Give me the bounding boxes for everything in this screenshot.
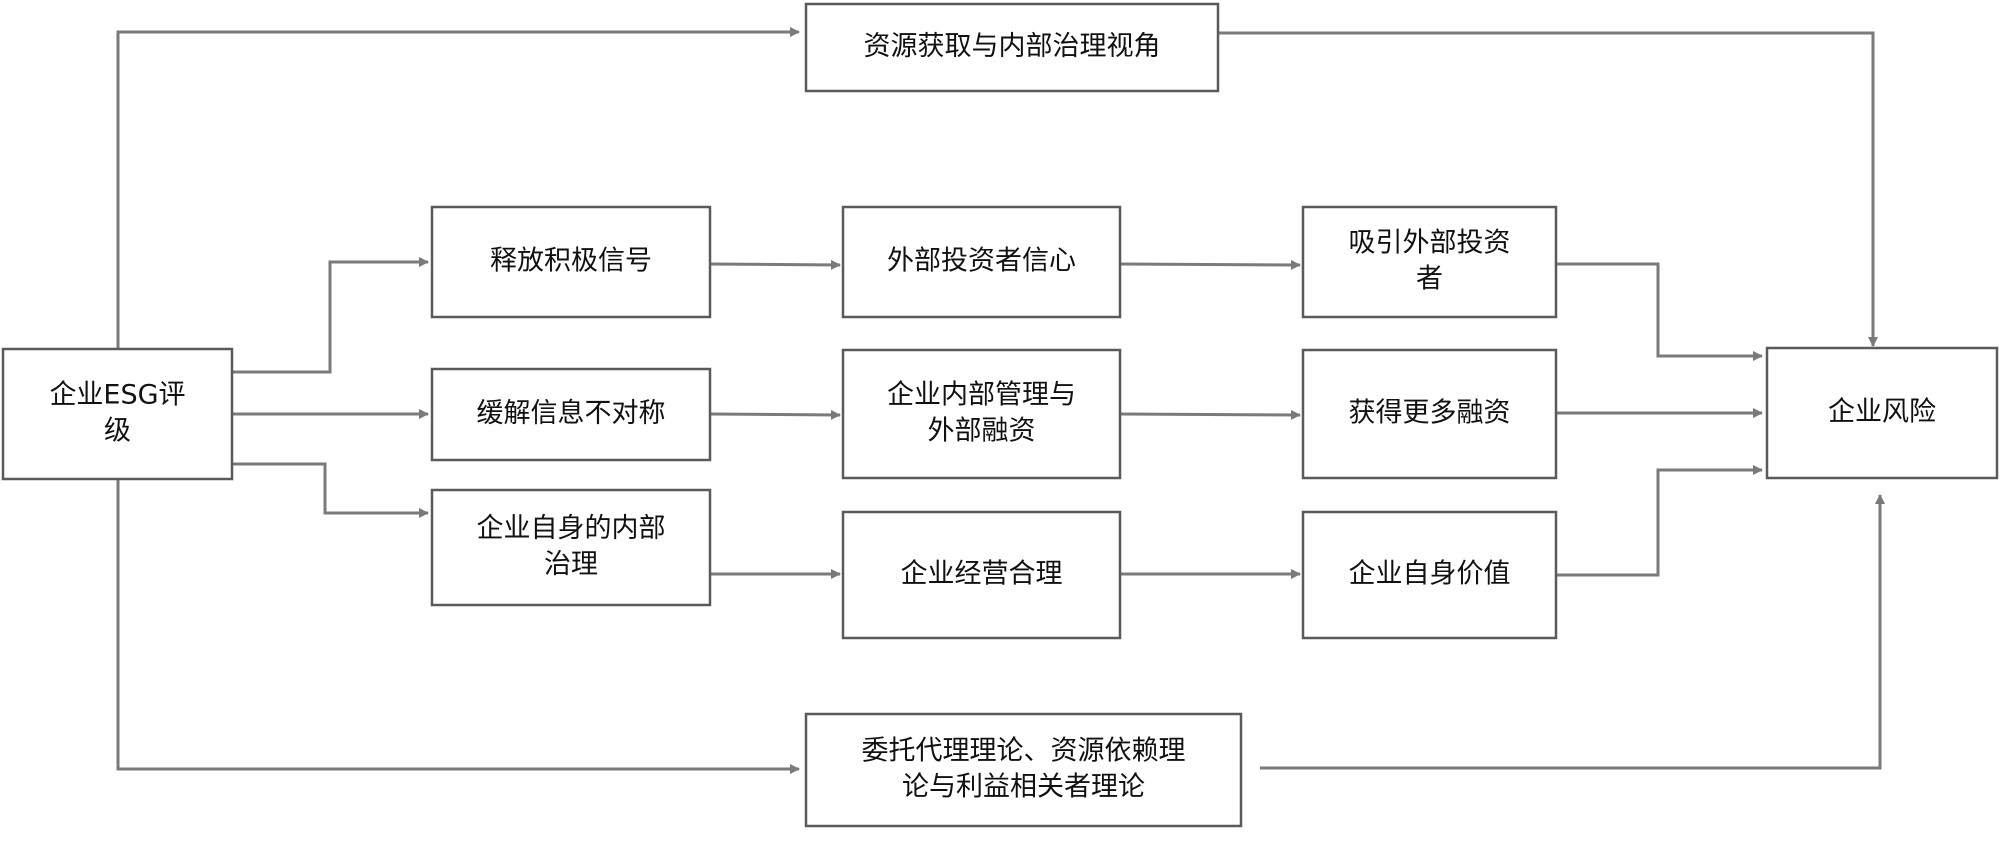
- node-label-line: 企业自身的内部: [477, 513, 666, 544]
- node-label-line: 治理: [544, 549, 598, 580]
- node-label-line: 企业风险: [1828, 397, 1936, 428]
- arrow-esg-to-internal-governance: [233, 462, 429, 518]
- arrow-resource-view-to-risk: [1219, 31, 1878, 347]
- node-label-line: 缓解信息不对称: [477, 398, 666, 429]
- node-label-line: 论与利益相关者理论: [902, 772, 1145, 803]
- arrow-esg-to-positive-signal: [233, 257, 429, 374]
- node-rational-operation: 企业经营合理: [841, 510, 1122, 640]
- node-label-line: 级: [104, 416, 131, 447]
- node-info-asymmetry: 缓解信息不对称: [430, 367, 712, 462]
- arrow-esg-to-resource-view: [116, 27, 800, 358]
- node-label-line: 吸引外部投资: [1349, 228, 1511, 259]
- node-label-line: 企业经营合理: [901, 559, 1063, 590]
- node-more-financing: 获得更多融资: [1301, 348, 1558, 480]
- arrow-value-to-risk: [1557, 465, 1763, 577]
- arrow-theories-to-risk: [1260, 494, 1885, 770]
- node-label-line: 获得更多融资: [1349, 398, 1511, 429]
- node-label-line: 者: [1416, 264, 1443, 295]
- connectors: [116, 27, 1885, 774]
- node-label-line: 企业自身价值: [1349, 559, 1511, 590]
- node-label-line: 外部融资: [928, 416, 1036, 447]
- arrow-signal-to-confidence: [709, 259, 841, 270]
- node-label-line: 外部投资者信心: [887, 246, 1076, 277]
- arrow-mgmt-to-financing: [1119, 409, 1301, 420]
- node-enterprise-risk: 企业风险: [1765, 346, 1999, 480]
- arrow-attract-to-risk: [1557, 262, 1763, 361]
- node-label-line: 企业ESG评: [49, 380, 185, 411]
- node-self-value: 企业自身价值: [1301, 510, 1558, 640]
- node-investor-confidence: 外部投资者信心: [841, 205, 1122, 319]
- node-label-line: 委托代理理论、资源依赖理: [862, 736, 1186, 767]
- node-positive-signal: 释放积极信号: [430, 205, 712, 319]
- node-resource-governance-view: 资源获取与内部治理视角: [804, 2, 1220, 93]
- arrow-confidence-to-attract: [1119, 259, 1301, 270]
- node-label-line: 释放积极信号: [490, 246, 652, 277]
- node-label-line: 企业内部管理与: [887, 380, 1076, 411]
- node-label-line: 资源获取与内部治理视角: [864, 31, 1161, 62]
- arrow-asymmetry-to-mgmt-financing: [709, 409, 841, 420]
- arrow-esg-to-theories: [116, 480, 800, 774]
